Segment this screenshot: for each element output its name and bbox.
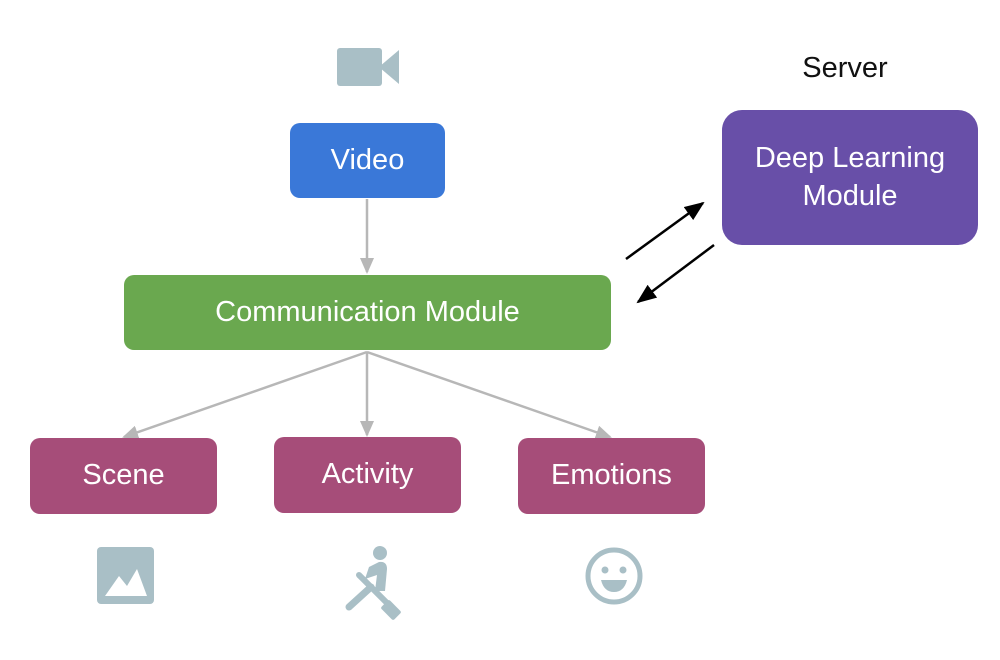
smiley-face-icon	[585, 547, 643, 605]
communication-module-label: Communication Module	[215, 295, 520, 328]
server-label: Server	[802, 52, 888, 84]
emotions-node: Emotions	[518, 438, 705, 514]
deep-learning-module-label: Deep Learning Module	[754, 141, 946, 212]
communication-module-node: Communication Module	[124, 275, 611, 350]
edge-communication-to-emotions	[366, 350, 612, 439]
video-camera-icon	[337, 48, 399, 86]
edge-communication-to-scene	[122, 350, 368, 439]
edge-deep-learning-to-communication	[636, 244, 715, 304]
image-landscape-icon	[97, 547, 154, 604]
activity-node: Activity	[274, 437, 461, 513]
edge-communication-to-deep-learning	[625, 201, 705, 261]
scene-node: Scene	[30, 438, 217, 514]
rowing-person-icon	[345, 546, 401, 620]
video-node-label: Video	[330, 143, 405, 176]
activity-node-label: Activity	[321, 458, 414, 491]
emotions-node-label: Emotions	[551, 459, 672, 492]
video-node: Video	[290, 123, 445, 198]
deep-learning-module-node: Deep Learning Module	[722, 110, 978, 245]
scene-node-label: Scene	[82, 459, 165, 492]
